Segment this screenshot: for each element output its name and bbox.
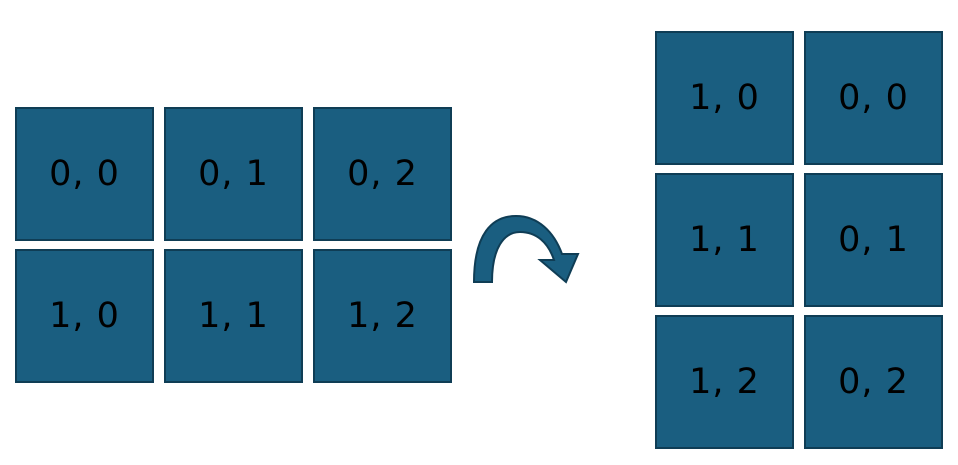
matrix-cell: 1, 0 xyxy=(15,249,154,383)
cell-label: 1, 2 xyxy=(689,362,760,402)
matrix-cell: 1, 0 xyxy=(655,31,794,165)
cell-label: 1, 1 xyxy=(689,220,760,260)
matrix-cell: 0, 1 xyxy=(164,107,303,241)
cell-label: 0, 1 xyxy=(838,220,909,260)
cell-label: 0, 1 xyxy=(198,154,269,194)
matrix-cell: 0, 1 xyxy=(804,173,943,307)
cell-label: 1, 2 xyxy=(347,296,418,336)
matrix-cell: 0, 0 xyxy=(15,107,154,241)
cell-label: 0, 2 xyxy=(838,362,909,402)
matrix-cell: 1, 2 xyxy=(655,315,794,449)
matrix-cell: 1, 1 xyxy=(164,249,303,383)
matrix-cell: 1, 2 xyxy=(313,249,452,383)
cell-label: 0, 0 xyxy=(49,154,120,194)
matrix-cell: 0, 2 xyxy=(313,107,452,241)
matrix-cell: 1, 1 xyxy=(655,173,794,307)
cell-label: 1, 0 xyxy=(49,296,120,336)
cell-label: 0, 0 xyxy=(838,78,909,118)
matrix-cell: 0, 0 xyxy=(804,31,943,165)
matrix-cell: 0, 2 xyxy=(804,315,943,449)
cell-label: 0, 2 xyxy=(347,154,418,194)
curved-rotate-arrow-icon xyxy=(472,214,580,284)
cell-label: 1, 0 xyxy=(689,78,760,118)
cell-label: 1, 1 xyxy=(198,296,269,336)
